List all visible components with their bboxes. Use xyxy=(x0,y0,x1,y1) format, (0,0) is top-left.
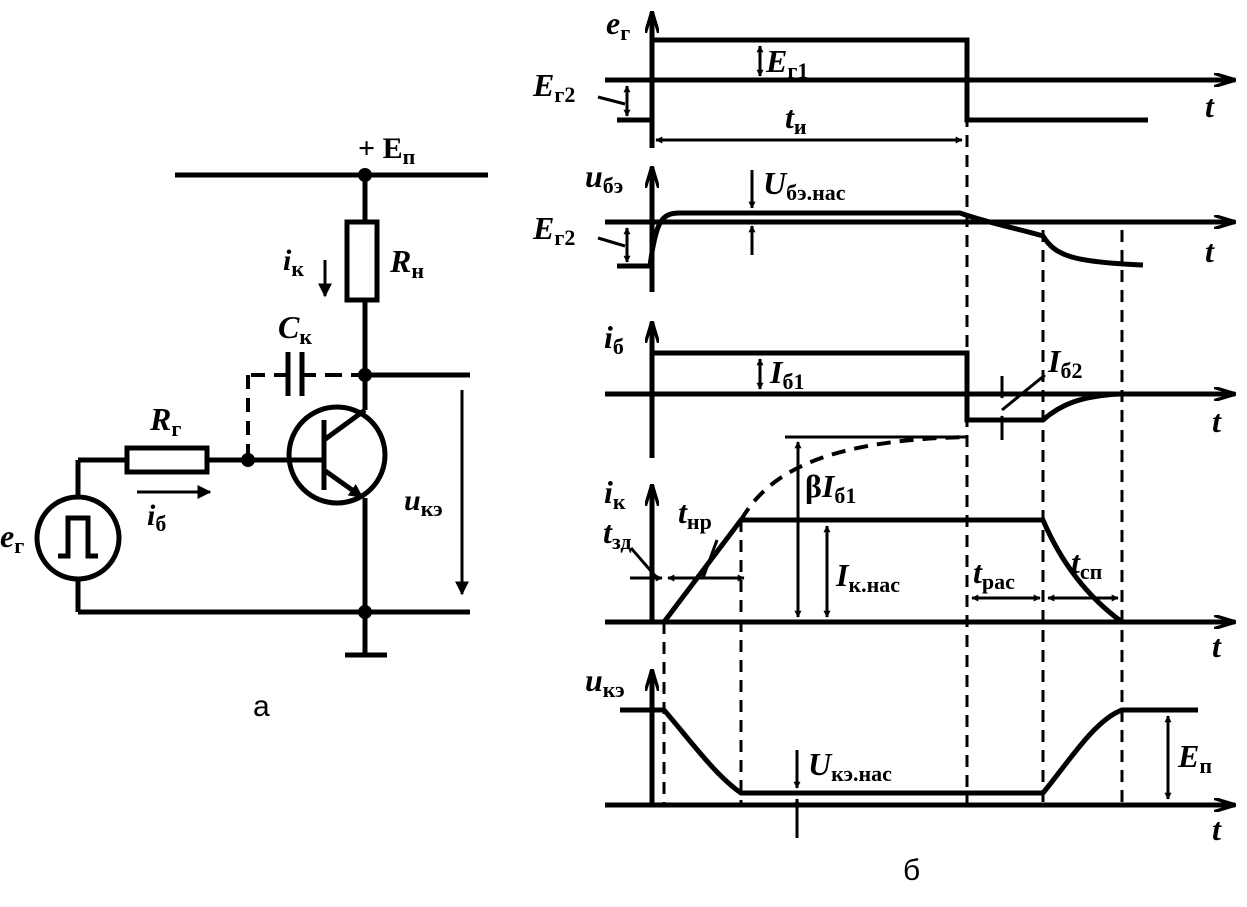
t-fall-label: tсп xyxy=(1071,544,1103,584)
panel-eg: eг Eг1 Eг2 tи t xyxy=(532,5,1235,148)
circuit-caption: а xyxy=(253,690,270,723)
eg-waveform xyxy=(617,37,1148,123)
collector-current-label: iк xyxy=(283,244,304,281)
uce-waveform xyxy=(620,707,1198,796)
supply-label: + Eп xyxy=(358,132,416,169)
source-label: eг xyxy=(0,518,24,558)
ik-ylabel: iк xyxy=(604,474,626,514)
time-axis-label: t xyxy=(1205,233,1215,269)
time-axis-label: t xyxy=(1212,811,1222,847)
uce-ylabel: uкэ xyxy=(585,662,625,702)
panel-uce: uкэ Uкэ.нас Eп t xyxy=(585,662,1235,847)
pulse-symbol xyxy=(58,515,98,559)
circuit-schematic: + Eп Rн iк Cк Rг iб xyxy=(0,132,488,723)
base-current-label: iб xyxy=(147,499,166,536)
timing-caption: б xyxy=(903,854,920,887)
panel-ube: uбэ Uбэ.нас Eг2 t xyxy=(532,158,1235,292)
time-axis-label: t xyxy=(1212,403,1222,439)
time-axis-label: t xyxy=(1212,628,1222,664)
t-rise-label: tнр xyxy=(678,494,712,534)
eg2-label: Eг2 xyxy=(532,67,575,107)
pulse-width-label: tи xyxy=(785,99,807,139)
time-axis-label: t xyxy=(1205,88,1215,124)
panel-ik: iк βIб1 tнр tзд Iк.нас tрас tсп t xyxy=(603,435,1235,664)
source-resistor-label: Rг xyxy=(149,401,181,441)
ube-waveform xyxy=(617,210,1144,269)
ib2-label: Iб2 xyxy=(1047,343,1082,383)
ik-sat-label: Iк.нас xyxy=(835,557,900,597)
eg1-label: Eг1 xyxy=(765,43,808,83)
ib-ylabel: iб xyxy=(604,319,624,359)
source-resistor xyxy=(124,445,210,475)
ib1-label: Iб1 xyxy=(769,354,804,394)
uce-sat-label: Uкэ.нас xyxy=(808,746,892,786)
output-voltage-label: uкэ xyxy=(404,484,443,521)
capacitor-label: Cк xyxy=(278,309,312,349)
pulse-source xyxy=(34,494,122,582)
panel-ib: iб Iб1 Iб2 t xyxy=(604,319,1235,458)
ube-sat-label: Uбэ.нас xyxy=(763,165,846,205)
beta-ib1-asymptote xyxy=(739,435,968,522)
t-delay-label: tзд xyxy=(603,514,631,554)
eg2-label-ube: Eг2 xyxy=(532,210,575,250)
beta-ib1-label: βIб1 xyxy=(805,468,856,508)
emitter-arrow xyxy=(322,467,364,500)
ib-waveform xyxy=(649,350,1121,423)
ik-waveform xyxy=(652,517,1124,625)
supply-label-uce: Eп xyxy=(1177,738,1212,778)
timing-diagrams: eг Eг1 Eг2 tи t uбэ Uбэ.нас Eг2 t xyxy=(532,5,1235,887)
t-storage-label: tрас xyxy=(973,554,1015,594)
eg-ylabel: eг xyxy=(606,5,630,45)
load-resistor xyxy=(344,219,380,303)
transistor-body xyxy=(286,404,388,506)
load-resistor-label: Rн xyxy=(389,243,424,283)
ube-ylabel: uбэ xyxy=(585,158,623,198)
